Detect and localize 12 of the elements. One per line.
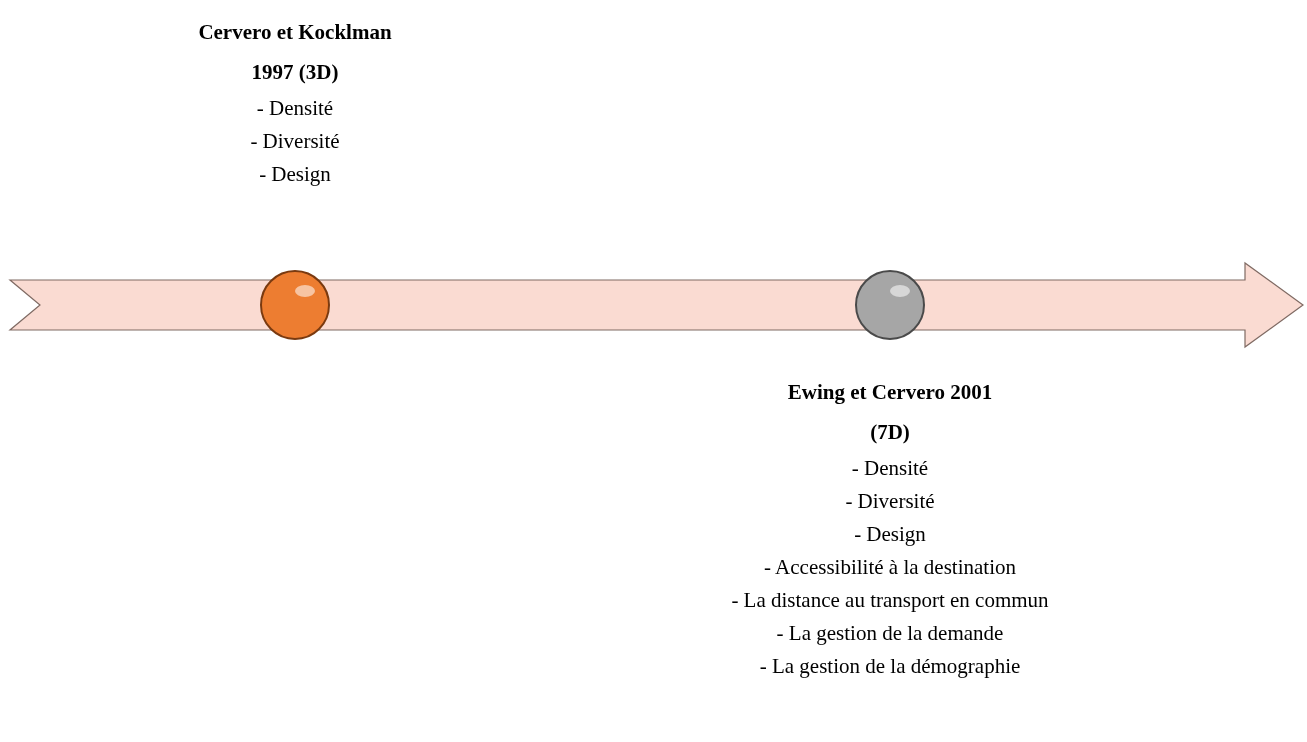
list-item: - La gestion de la demande <box>775 620 1005 647</box>
milestone-heading: Cervero et Kocklman 1997 (3D) <box>197 19 393 86</box>
list-item: - Densité <box>255 95 335 122</box>
list-item: - Accessibilité à la destination <box>763 554 1017 581</box>
list-item: - Design <box>853 521 927 548</box>
list-item: - Diversité <box>249 128 341 155</box>
list-item: - Diversité <box>844 488 936 515</box>
milestone-heading: Ewing et Cervero 2001 (7D) <box>786 379 994 446</box>
list-item: - La gestion de la démographie <box>758 653 1022 680</box>
list-item: - La distance au transport en commun <box>730 587 1050 614</box>
list-item: - Densité <box>850 455 930 482</box>
list-item: - Design <box>258 161 332 188</box>
